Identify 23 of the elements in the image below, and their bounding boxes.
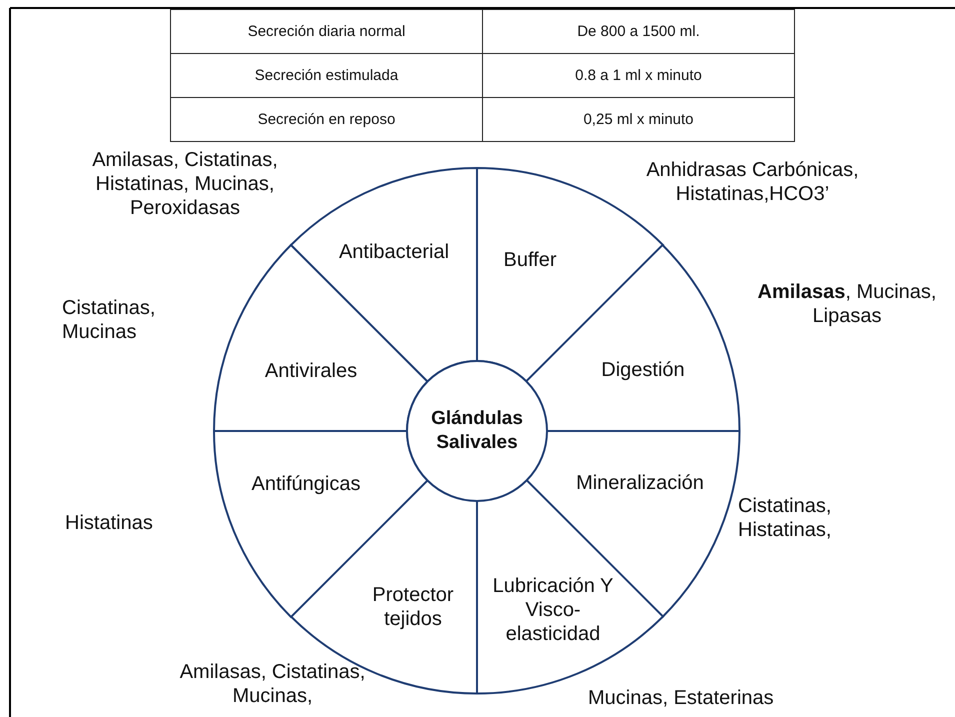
sector-label: Buffer	[502, 248, 558, 272]
sector-label: Antivirales	[264, 358, 358, 383]
table-cell: De 800 a 1500 ml.	[482, 10, 794, 54]
sector-label: Lubricación Y Visco-elasticidad	[492, 574, 614, 646]
component-list: Amilasas, Mucinas, Lipasas	[742, 280, 952, 328]
table-cell: Secreción estimulada	[170, 54, 482, 98]
sector-label: Protector tejidos	[371, 582, 455, 631]
component-list: Amilasas, Cistatinas, Histatinas, Mucinas, Peroxidasas	[80, 148, 290, 220]
table-cell: Secreción diaria normal	[170, 10, 482, 54]
sector-label: Antifúngicas	[250, 472, 362, 496]
component-list: Mucinas, Estaterinas	[588, 686, 828, 710]
component-list: Cistatinas, Histatinas,	[738, 494, 888, 542]
component-list: Amilasas, Cistatinas, Mucinas,	[150, 660, 395, 708]
table-cell: 0.8 a 1 ml x minuto	[482, 54, 794, 98]
component-list: Histatinas	[65, 511, 185, 535]
sector-label: Antibacterial	[338, 240, 450, 264]
center-label: Glándulas Salivales	[430, 407, 524, 455]
table-cell: Secreción en reposo	[170, 98, 482, 142]
component-list: Cistatinas, Mucinas	[62, 296, 182, 344]
sector-label: Digestión	[600, 358, 686, 382]
component-list: Anhidrasas Carbónicas, Histatinas,HCO3’	[620, 158, 885, 206]
table-cell: 0,25 ml x minuto	[482, 98, 794, 142]
sector-label: Mineralización	[575, 471, 705, 495]
